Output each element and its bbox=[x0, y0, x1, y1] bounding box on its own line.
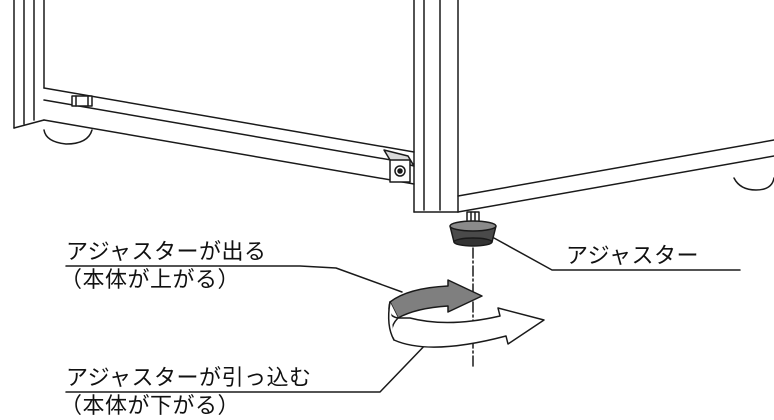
adjuster-foot-drawing bbox=[449, 211, 497, 247]
label-adjuster-extend: アジャスターが出る bbox=[66, 240, 267, 265]
label-body-lowers: （本体が下がる） bbox=[60, 394, 241, 419]
leader-adjuster bbox=[493, 237, 741, 271]
label-adjuster-retract: アジャスターが引っ込む bbox=[66, 366, 312, 391]
label-body-rises: （本体が上がる） bbox=[60, 268, 241, 293]
leader-extend bbox=[65, 265, 403, 293]
rear-right-foot bbox=[733, 177, 774, 191]
rear-left-foot bbox=[43, 95, 93, 145]
leader-retract bbox=[65, 339, 431, 393]
label-adjuster: アジャスター bbox=[566, 244, 700, 269]
cabinet-right-edge bbox=[457, 139, 774, 213]
cabinet-bottom-edge bbox=[43, 87, 415, 185]
bracket-part bbox=[383, 149, 415, 183]
cabinet-left-panel bbox=[13, 0, 45, 129]
extend-arrow bbox=[389, 279, 483, 319]
cabinet-corner-post bbox=[413, 0, 459, 213]
retract-arrow bbox=[387, 301, 545, 348]
